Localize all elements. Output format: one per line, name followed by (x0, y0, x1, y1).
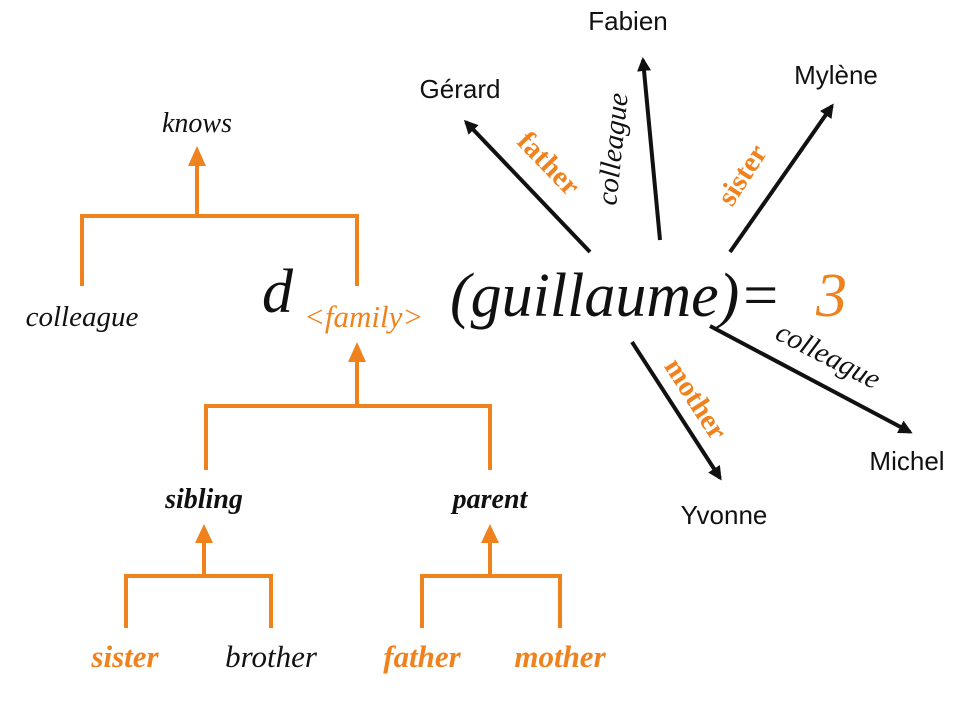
graph-edges (463, 57, 913, 481)
edge-line-colleague-michel (709, 324, 913, 434)
node-yvonne: Yvonne (681, 500, 768, 530)
edge-label-colleague-fabien: colleague (591, 91, 635, 207)
formula-value: 3 (815, 262, 847, 330)
node-mylene: Mylène (794, 60, 878, 90)
formula-argument: (guillaume)= (450, 262, 781, 330)
family-bracket (204, 404, 492, 470)
edge-label-father: father (511, 125, 587, 202)
sibling-bracket (124, 574, 273, 628)
hierarchy-root-label: knows (162, 108, 232, 139)
knows-arrowhead (188, 146, 206, 166)
hierarchy-arrowheads (188, 146, 499, 543)
parent-bracket (420, 574, 562, 628)
hierarchy-mother-label: mother (514, 639, 606, 674)
formula-subscript: <family> (304, 299, 423, 334)
edge-line-sister (728, 103, 834, 254)
edge-line-mother (630, 340, 722, 481)
formula-d: d (262, 258, 294, 326)
hierarchy-father-label: father (383, 639, 461, 674)
hierarchy-tree (80, 162, 562, 628)
edge-line-colleague-fabien (637, 57, 662, 241)
hierarchy-brother-label: brother (225, 639, 318, 674)
sibling-arrowhead (195, 524, 213, 543)
hierarchy-sibling-label: sibling (164, 484, 243, 515)
hierarchy-sister-label: sister (90, 639, 159, 674)
family-arrowhead (348, 342, 366, 362)
node-michel: Michel (869, 446, 944, 476)
edge-line-father (463, 119, 592, 254)
node-gerard: Gérard (420, 74, 501, 104)
knows-bracket (80, 214, 359, 286)
hierarchy-colleague-label: colleague (26, 301, 139, 333)
node-fabien: Fabien (588, 6, 668, 36)
hierarchy-parent-label: parent (451, 484, 529, 515)
parent-arrowhead (481, 524, 499, 543)
